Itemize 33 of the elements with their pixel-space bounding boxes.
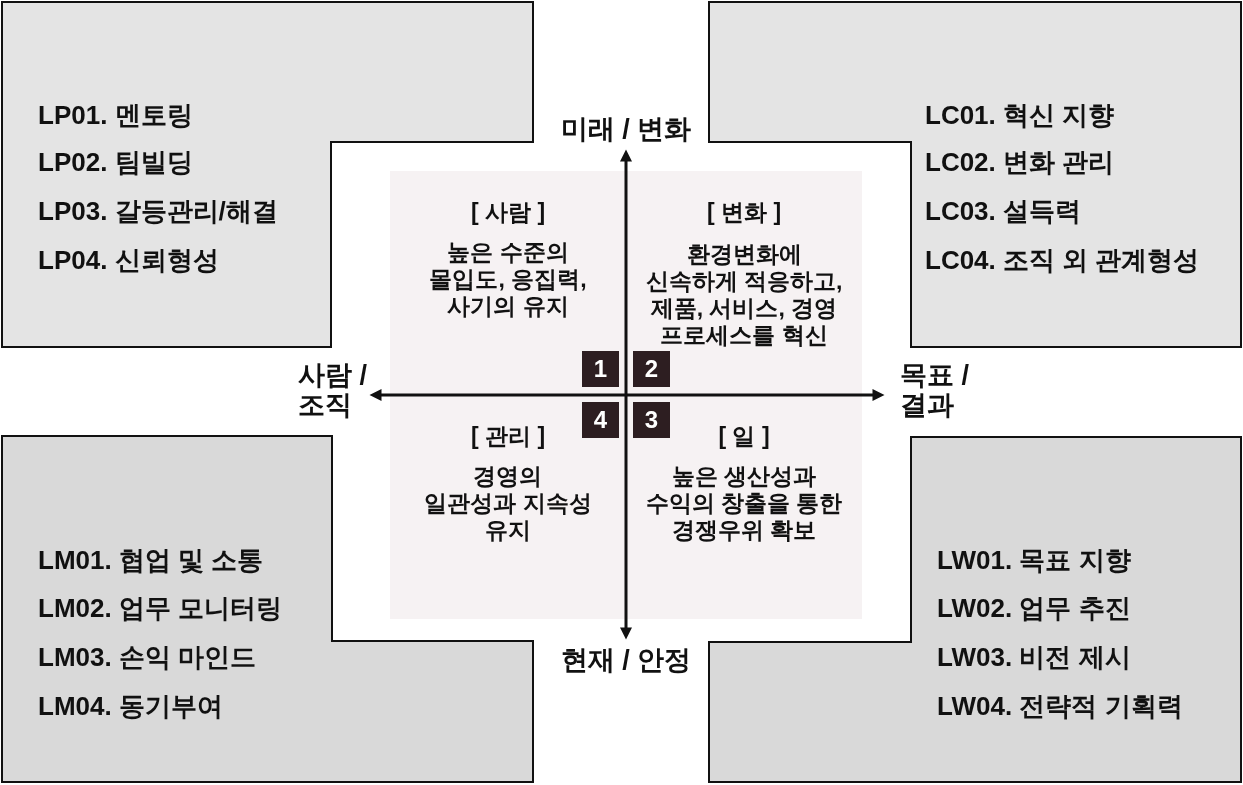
list-item: LC04. 조직 외 관계형성: [925, 244, 1200, 276]
list-item: LW02. 업무 추진: [937, 592, 1131, 624]
quadrant-heading: [ 사람 ]: [470, 198, 546, 226]
list-item: LP01. 멘토링: [38, 99, 193, 131]
axis-label: 현재 / 안정: [560, 645, 692, 675]
list-item: LW04. 전략적 기획력: [937, 690, 1183, 722]
list-item: LM04. 동기부여: [38, 690, 223, 722]
axis-label: 미래 / 변화: [560, 114, 692, 144]
number-badge: 2: [633, 351, 670, 387]
quadrant-heading: [ 변화 ]: [706, 198, 782, 226]
number-badge: 4: [582, 402, 619, 438]
quadrant-text: 환경변화에 신속하게 적응하고, 제품, 서비스, 경영 프로세스를 혁신: [645, 240, 843, 349]
quadrant-panel: [390, 171, 862, 619]
list-item: LW01. 목표 지향: [937, 544, 1131, 576]
number-badge: 1: [582, 351, 619, 387]
number-badge: 3: [633, 402, 670, 438]
quadrant-text: 높은 생산성과 수익의 창출을 통한 경쟁우위 확보: [645, 462, 843, 544]
list-item: LW03. 비전 제시: [937, 641, 1131, 673]
list-item: LP03. 갈등관리/해결: [38, 195, 278, 227]
quadrant-text: 높은 수준의 몰입도, 응집력, 사기의 유지: [429, 238, 587, 320]
list-item: LC01. 혁신 지향: [925, 99, 1115, 131]
quadrant-heading: [ 일 ]: [718, 422, 770, 450]
list-item: LC03. 설득력: [925, 195, 1082, 227]
list-item: LM01. 협업 및 소통: [38, 544, 264, 576]
list-item: LC02. 변화 관리: [925, 146, 1115, 178]
list-item: LP02. 팀빌딩: [38, 146, 193, 178]
axis-label: 사람 / 조직: [298, 360, 367, 420]
list-item: LM02. 업무 모니터링: [38, 592, 283, 624]
list-item: LM03. 손익 마인드: [38, 641, 257, 673]
quadrant-heading: [ 관리 ]: [470, 422, 546, 450]
quadrant-text: 경영의 일관성과 지속성 유지: [424, 462, 592, 544]
axis-label: 목표 / 결과: [900, 360, 969, 420]
list-item: LP04. 신뢰형성: [38, 244, 219, 276]
